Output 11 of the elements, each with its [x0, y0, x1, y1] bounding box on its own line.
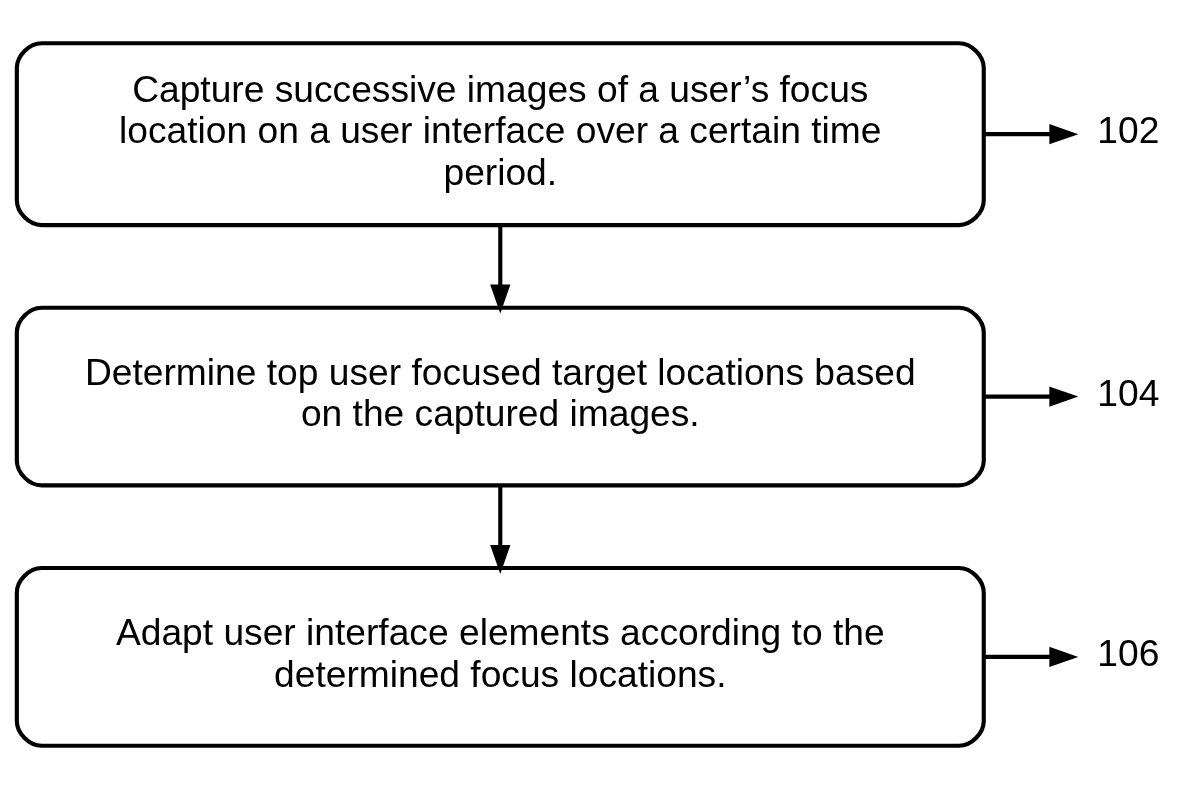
node-box: Adapt user interface elements according to the determined focus locations.	[14, 566, 986, 748]
arrow	[984, 124, 1079, 145]
node-text: 106	[1097, 631, 1160, 674]
arrow	[490, 225, 511, 314]
node-box: Determine top user focused target locations based on the captured images.	[14, 305, 986, 488]
node-box: Capture successive images of a user’s focus location on a user interface over a certain time period.	[14, 41, 986, 228]
arrow	[984, 646, 1079, 668]
node-text: 104	[1097, 371, 1160, 414]
arrow	[490, 486, 511, 574]
node-text: 102	[1097, 109, 1160, 152]
arrow	[984, 386, 1079, 407]
